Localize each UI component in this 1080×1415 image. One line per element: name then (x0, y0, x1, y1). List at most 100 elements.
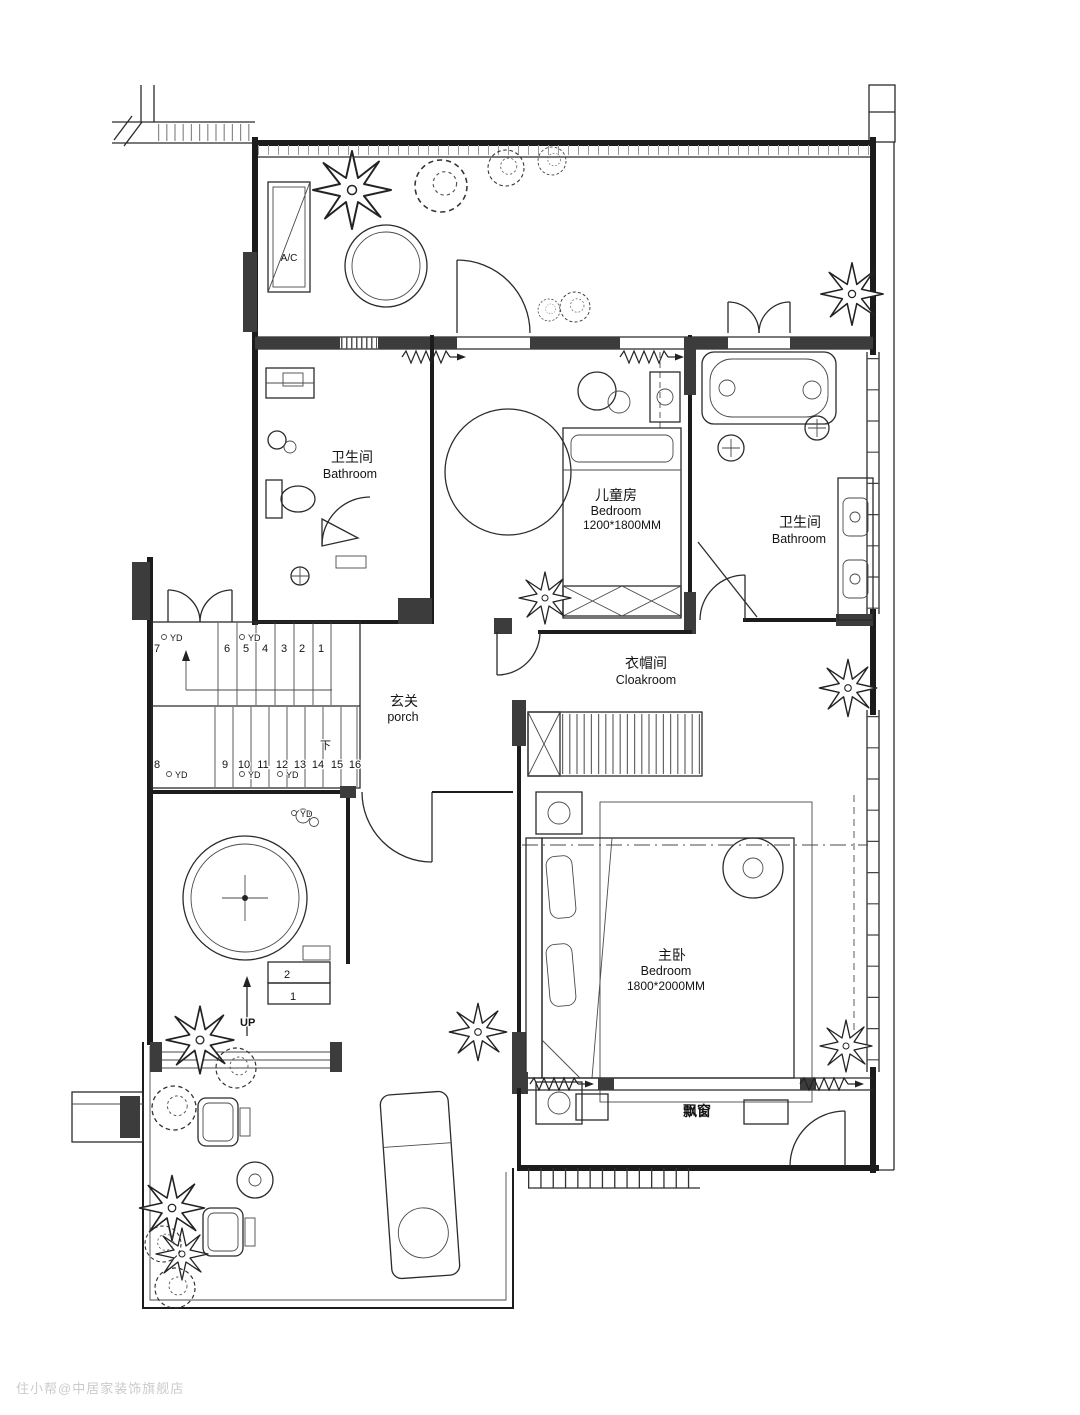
kids-bedroom-label-cn: 儿童房 (595, 487, 637, 503)
kids-bedroom-size: 1200*1800MM (583, 518, 661, 532)
tree-icon (154, 1267, 196, 1309)
stair-numbers: 7 6 5 4 3 2 1 8 9 10 11 12 13 14 15 16 2… (153, 642, 363, 1005)
master-bedroom-label-en: Bedroom (641, 964, 692, 978)
cloakroom-label-en: Cloakroom (616, 673, 676, 687)
master-bedroom-label-cn: 主卧 (658, 947, 686, 963)
roller-coil-icon (529, 1077, 595, 1091)
plant-icon (312, 150, 392, 230)
tree-icon (559, 291, 591, 323)
stair-number: 15 (331, 759, 343, 771)
bathroom-right-label-cn: 卫生间 (779, 514, 821, 530)
plant-icon (138, 1174, 206, 1242)
entry-steps (267, 945, 331, 1005)
railing (528, 1168, 700, 1189)
master-bedroom-size: 1800*2000MM (627, 979, 705, 993)
nightstand-top (535, 791, 583, 835)
porch-label-en: porch (387, 710, 418, 724)
side-table (236, 1161, 274, 1199)
balcony-double-door (727, 301, 791, 334)
stair-direction-arrow (182, 650, 332, 691)
plant-icon (819, 1019, 873, 1073)
room-labels: A/C 卫生间 Bathroom 儿童房 Bedroom 1200*1800MM… (239, 253, 826, 1119)
master-bedroom (448, 700, 873, 1125)
stair-number: 2 (299, 643, 305, 655)
stair-number: 5 (243, 643, 249, 655)
floor-outlet (309, 817, 319, 827)
bathroom-left-label-en: Bathroom (323, 467, 377, 481)
stair-number: 11 (257, 759, 268, 771)
toilet (717, 434, 745, 462)
nightstand-bottom (535, 1081, 583, 1125)
stair-number: 3 (281, 643, 287, 655)
tree-icon (537, 146, 567, 176)
tree-icon (487, 149, 525, 187)
floor-drain (290, 566, 310, 586)
ac-label: A/C (281, 253, 298, 264)
round-tub (182, 835, 308, 961)
rug (599, 801, 813, 1103)
staircase (151, 589, 361, 789)
double-vanity (837, 477, 874, 621)
bay-door (789, 1110, 846, 1167)
stair-double-door (167, 589, 233, 623)
kids-bed (562, 427, 682, 619)
floor-outlet (295, 808, 311, 824)
bathtub (701, 351, 837, 425)
bay-window-label: 飘窗 (683, 1103, 711, 1119)
round-feature-room (148, 786, 513, 1036)
stair-number: 10 (238, 759, 250, 771)
balcony-entry-door (456, 259, 531, 334)
kids-nightstand (649, 371, 681, 423)
neighbor-wall-top-left (112, 85, 255, 147)
yd-markers: YD YD YD YD YD YD (161, 632, 314, 820)
tree-icon (151, 1085, 197, 1131)
kids-room-door (496, 631, 541, 676)
stair-number: 6 (224, 643, 230, 655)
exterior-walls (132, 137, 879, 1173)
kids-bedroom-label-en: Bedroom (591, 504, 642, 518)
yd-label: YD (300, 809, 313, 819)
stair-number: 16 (349, 759, 361, 771)
floor-drain (804, 415, 830, 441)
porch-entry-door (361, 791, 513, 863)
cloakroom (527, 658, 878, 777)
stair-number: 7 (154, 643, 160, 655)
plant-icon (820, 262, 884, 326)
balcony-partition-wall (255, 336, 873, 350)
watermark: 住小帮@中居家装饰旗舰店 (16, 1381, 185, 1396)
plant-icon (155, 1227, 209, 1281)
plant-icon (818, 658, 878, 718)
stool (607, 390, 631, 414)
stair-number: 12 (276, 759, 288, 771)
balcony-table (344, 224, 428, 308)
yd-label: YD (248, 770, 261, 780)
plant-icon (165, 1005, 235, 1075)
roller-coil-icon (619, 350, 685, 364)
round-rug (444, 408, 572, 536)
left-planter (71, 1091, 144, 1143)
bathroom-left-label-cn: 卫生间 (331, 449, 373, 465)
yd-label: YD (175, 770, 188, 780)
stair-number: 14 (312, 759, 324, 771)
lounge-chair (197, 1097, 251, 1147)
stair-number: 13 (294, 759, 306, 771)
bathroom-right-door (699, 574, 746, 621)
plant-icon (518, 571, 572, 625)
entry-step-number: 1 (290, 991, 296, 1003)
lounge-chair (202, 1207, 256, 1257)
bay-stool (575, 1093, 609, 1121)
bathroom-right (697, 351, 875, 626)
stool (577, 371, 617, 411)
kids-bedroom (444, 335, 696, 676)
bathroom-right-label-en: Bathroom (772, 532, 826, 546)
yd-label: YD (286, 770, 299, 780)
stair-number: 9 (222, 759, 228, 771)
porch-label-cn: 玄关 (390, 693, 418, 709)
shower-door (321, 496, 371, 569)
entry-step-number: 2 (284, 969, 290, 981)
tree-icon (537, 298, 561, 322)
up-arrow (243, 976, 251, 1036)
stair-number: 4 (262, 643, 268, 655)
